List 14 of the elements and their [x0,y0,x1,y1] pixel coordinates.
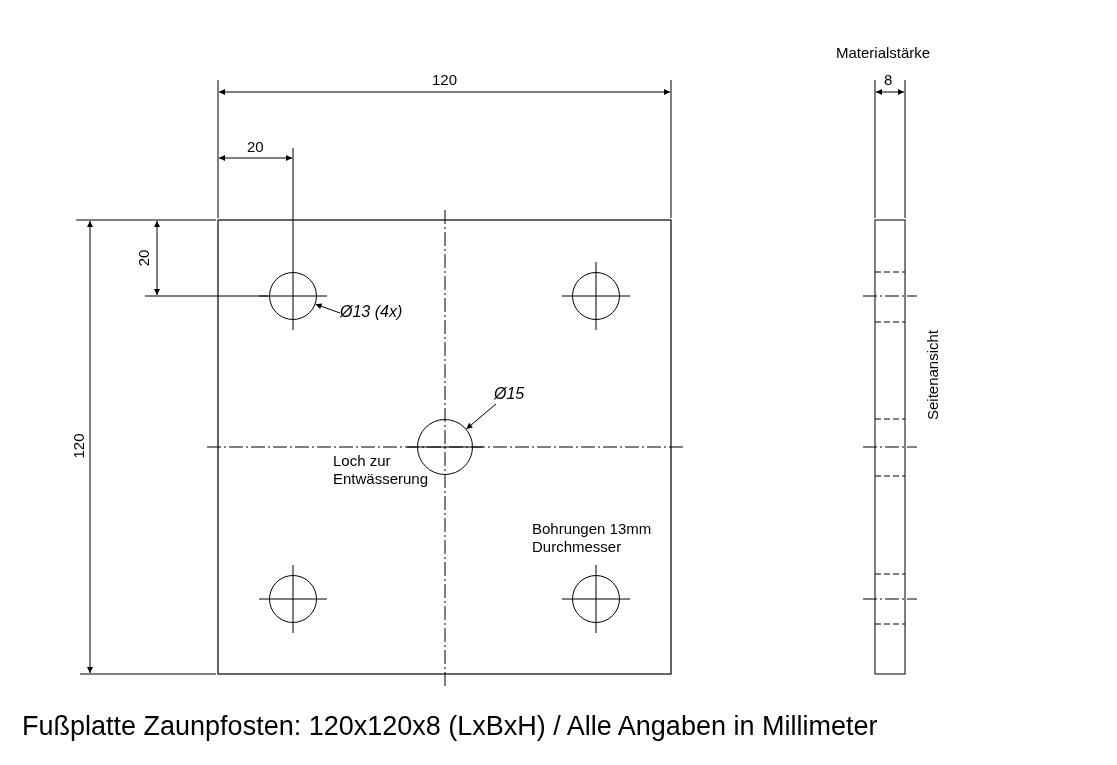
view-label: Seitenansicht [924,329,943,421]
heading: Materialstärke [836,44,931,62]
leader-line [465,403,497,430]
dimension-value: 20 [135,249,154,267]
dimension-value: 20 [247,138,264,156]
dimension-value: 120 [432,71,458,89]
diameter-label: Ø15 [494,384,525,404]
dimension-value: 120 [69,433,88,459]
dimension-value: 8 [884,71,893,89]
note-text: Loch zur Entwässerung [333,452,430,488]
diameter-label: Ø13 (4x) [340,302,403,322]
leader-line [315,303,341,314]
caption: Fußplatte Zaunpfosten: 120x120x8 (LxBxH) / Alle Angaben in Millimeter [22,710,878,743]
note-text: Bohrungen 13mm Durchmesser [532,520,653,556]
